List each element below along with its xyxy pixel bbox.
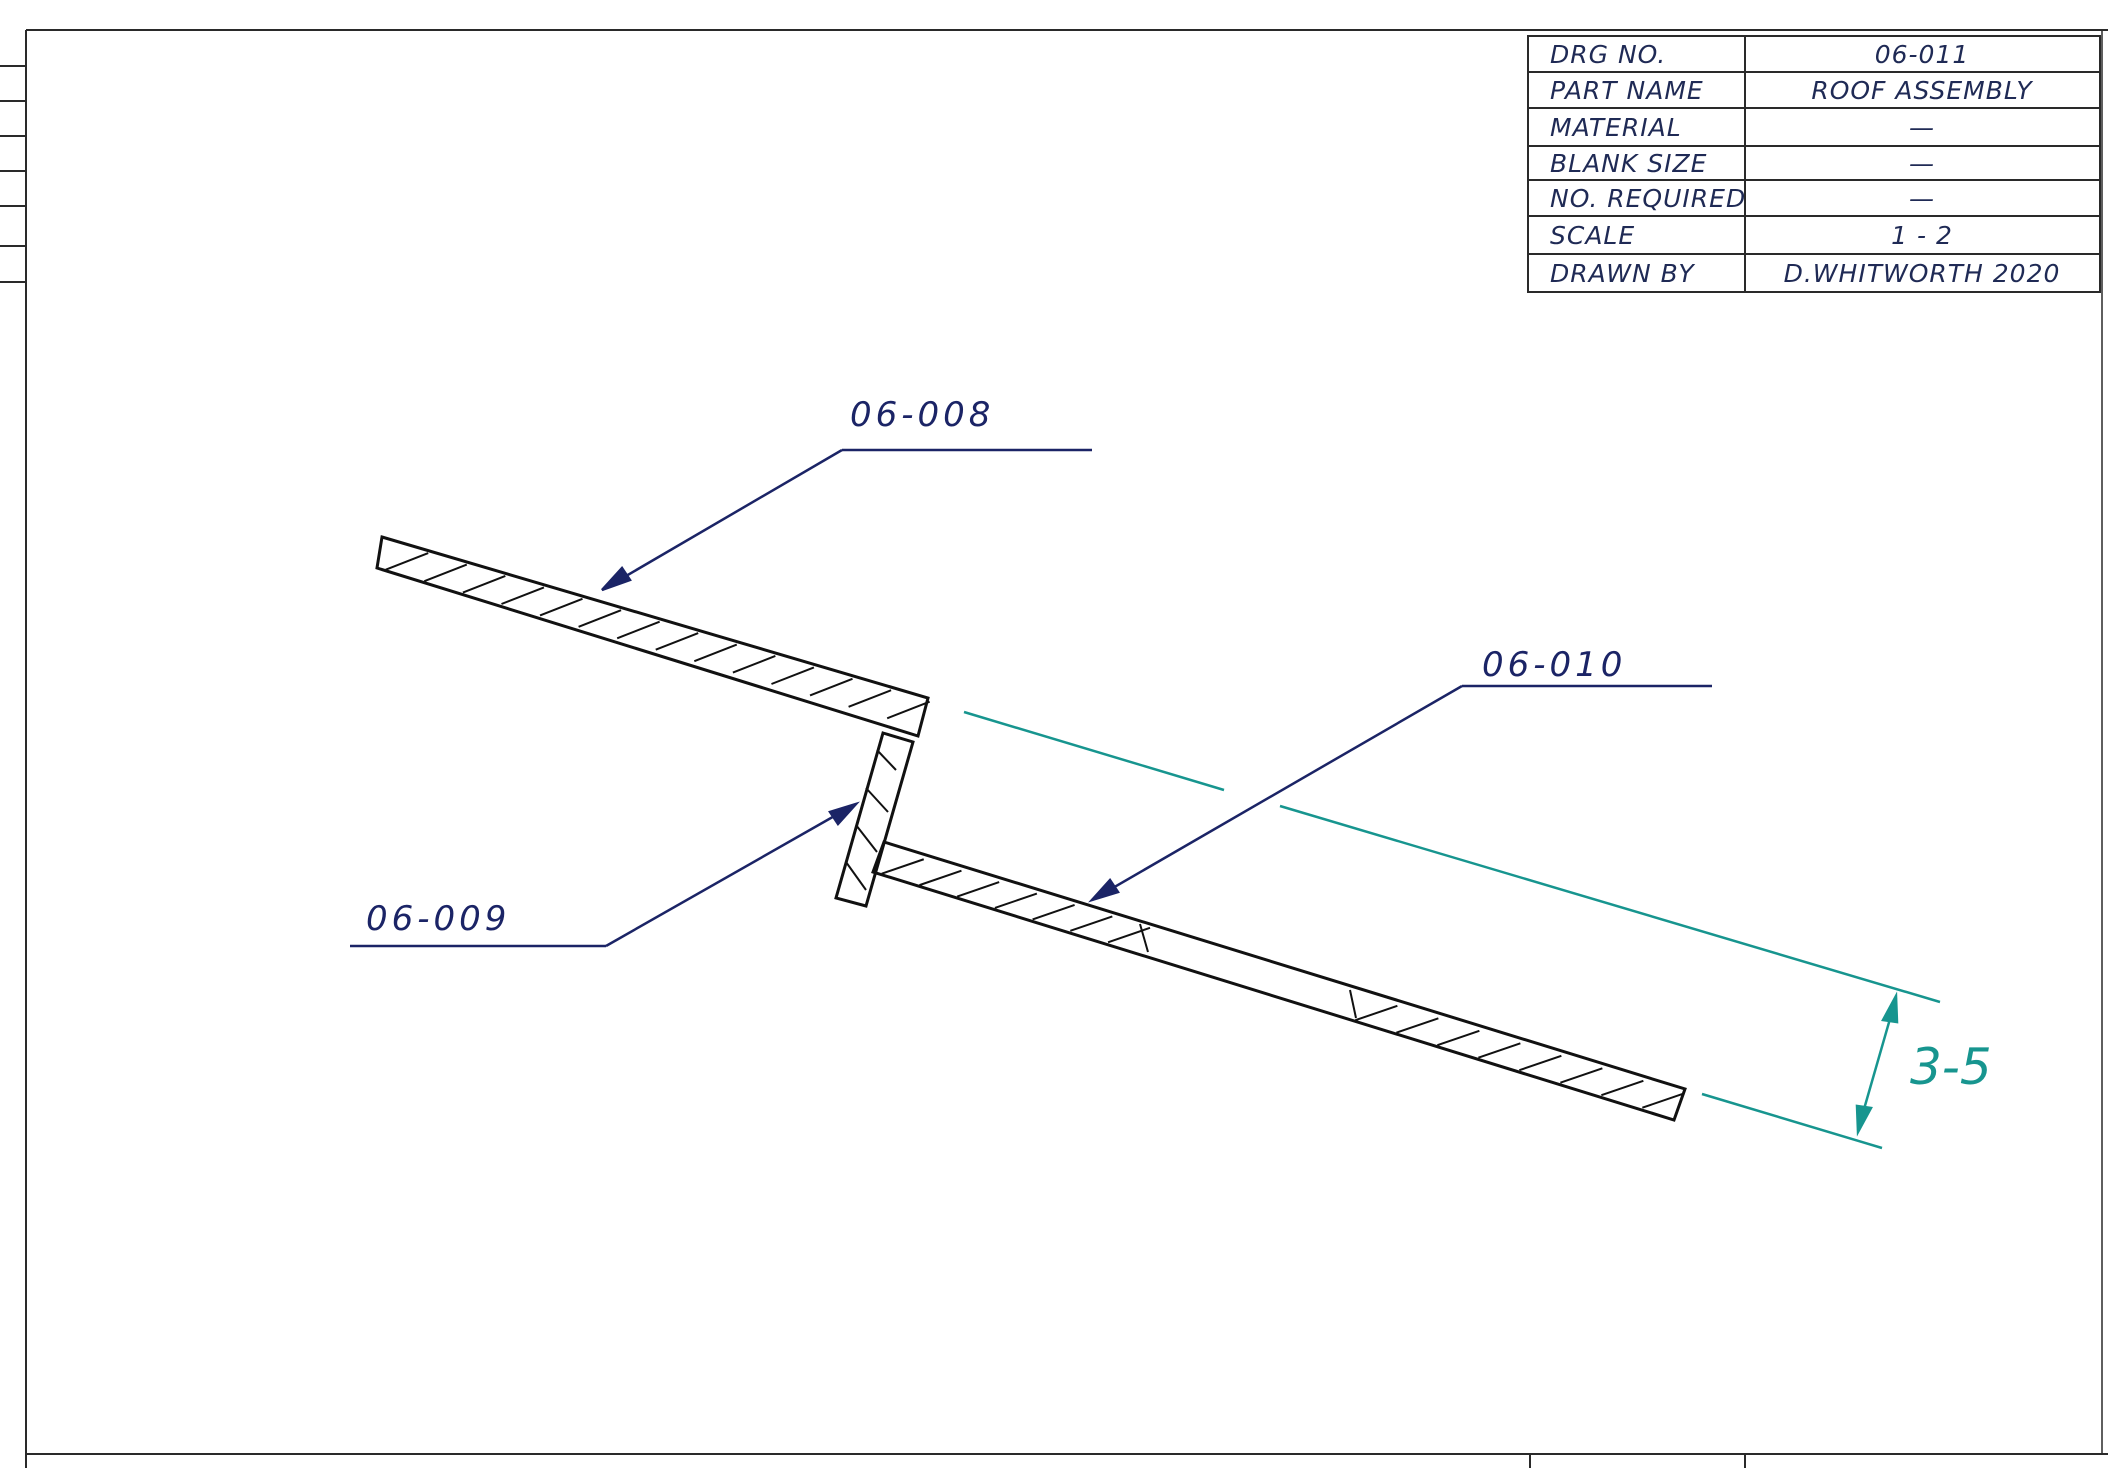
hatch-line bbox=[732, 655, 776, 674]
lower-panel-hatching-left bbox=[881, 858, 1151, 944]
dimension-3-5 bbox=[963, 710, 1941, 1150]
hatch-line bbox=[771, 666, 815, 685]
lower-panel-outline bbox=[871, 840, 1687, 1122]
callout-06-009 bbox=[350, 801, 860, 948]
lower-roof-panel bbox=[871, 840, 1687, 1122]
callout-label-06-010: 06-010 bbox=[1482, 645, 1626, 685]
hatch-line bbox=[809, 677, 853, 697]
hatch-line bbox=[539, 597, 583, 617]
vertical-strip bbox=[834, 731, 915, 908]
title-block-value: 06-011 bbox=[1875, 40, 1970, 69]
title-block-label: PART NAME bbox=[1550, 76, 1704, 105]
hatch-line bbox=[1560, 1067, 1603, 1084]
callout-06-010 bbox=[1088, 684, 1712, 903]
title-block-label: NO. REQUIRED bbox=[1550, 184, 1746, 213]
hatch-line bbox=[1437, 1029, 1480, 1047]
extension-line-lower bbox=[1701, 1092, 1883, 1150]
hatch-line bbox=[655, 632, 699, 651]
sheet-border bbox=[0, 29, 2108, 1468]
vertical-strip-outline bbox=[834, 731, 915, 908]
vertical-strip-hatching bbox=[845, 749, 897, 891]
title-block-label: MATERIAL bbox=[1550, 113, 1682, 142]
title-block-label: BLANK SIZE bbox=[1550, 149, 1707, 178]
hatch-line bbox=[578, 609, 622, 628]
callout-label-06-008: 06-008 bbox=[850, 395, 994, 435]
hatch-line bbox=[886, 700, 931, 720]
callout-label-06-009: 06-009 bbox=[366, 899, 510, 939]
title-block-value: D.WHITWORTH 2020 bbox=[1784, 259, 2061, 288]
title-block-value: 1 - 2 bbox=[1891, 221, 1953, 250]
hatch-line bbox=[1642, 1092, 1685, 1109]
hatch-line bbox=[616, 620, 661, 640]
lower-panel-hatching-right bbox=[1355, 1004, 1685, 1109]
hatch-line bbox=[1107, 926, 1151, 944]
hatch-line bbox=[501, 586, 545, 605]
hatch-line bbox=[462, 575, 506, 594]
upper-panel-outline bbox=[375, 535, 930, 738]
hatch-line bbox=[693, 643, 738, 663]
hatch-line bbox=[1069, 915, 1113, 932]
title-block-value: — bbox=[1909, 113, 1935, 142]
hatch-line bbox=[848, 689, 892, 708]
callout-06-008 bbox=[601, 448, 1092, 592]
extension-line-upper bbox=[1279, 804, 1941, 1004]
title-block-label: DRG NO. bbox=[1550, 40, 1666, 69]
hatch-line bbox=[423, 563, 468, 583]
hatch-line bbox=[881, 858, 925, 875]
hatch-line bbox=[1519, 1054, 1562, 1072]
hatch-line bbox=[1478, 1042, 1521, 1059]
hatch-line bbox=[919, 869, 962, 887]
title-block-label: DRAWN BY bbox=[1550, 259, 1695, 288]
hatch-line bbox=[1032, 904, 1075, 921]
lower-panel-section-mark bbox=[1349, 989, 1357, 1019]
hatch-line bbox=[994, 892, 1038, 909]
hatch-line bbox=[956, 881, 1000, 898]
hatch-line bbox=[1396, 1017, 1439, 1034]
upper-panel-hatching bbox=[385, 552, 931, 720]
extension-line-upper bbox=[963, 710, 1225, 792]
hatch-line bbox=[385, 552, 429, 571]
hatch-line bbox=[1355, 1004, 1398, 1022]
lower-panel-section-mark bbox=[1139, 923, 1149, 953]
title-block-value: ROOF ASSEMBLY bbox=[1811, 76, 2033, 105]
title-block-value: — bbox=[1909, 184, 1935, 213]
dimension-value: 3-5 bbox=[1910, 1038, 1992, 1096]
title-block-value: — bbox=[1909, 149, 1935, 178]
title-block-label: SCALE bbox=[1550, 221, 1635, 250]
hatch-line bbox=[1601, 1079, 1644, 1097]
upper-roof-panel bbox=[375, 535, 931, 738]
